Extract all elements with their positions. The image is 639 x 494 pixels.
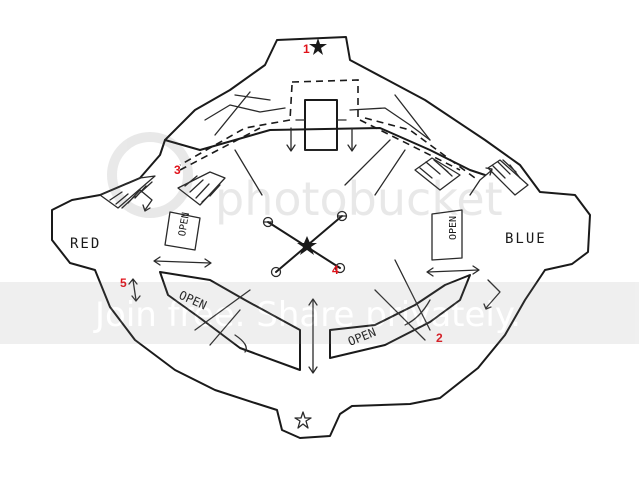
marker-2: 2	[436, 331, 443, 345]
upper-hub-inner-right	[349, 107, 431, 141]
blue-base-label: BLUE	[505, 231, 547, 247]
watermark-sub-text: Join free. Share privately.	[93, 295, 521, 335]
upper-dashed-walkway-right	[364, 117, 476, 179]
watermark-main-text: photobucket	[215, 172, 503, 226]
curved-arrow-left	[234, 334, 247, 353]
arrow-left-corner	[139, 189, 153, 212]
central-tower-box	[304, 99, 338, 151]
arrow-left-vertical	[128, 278, 141, 302]
marker-1: 1	[303, 42, 310, 56]
upper-dashed-walkway	[179, 79, 461, 171]
sight-lines-lower	[194, 259, 431, 346]
left-door-panel: OPEN	[164, 211, 201, 251]
lower-right-walkway	[329, 274, 471, 359]
down-arrow-left	[286, 127, 296, 152]
right-ramp	[414, 157, 529, 196]
marker-4: 4	[332, 263, 339, 277]
red-base-label: RED	[70, 236, 101, 252]
marker-5: 5	[120, 276, 127, 290]
marker-3: 3	[174, 163, 181, 177]
sight-lines-upper	[214, 91, 431, 196]
svg-text:OPEN: OPEN	[177, 212, 192, 238]
arrow-right-horizontal	[426, 265, 480, 277]
photobucket-watermark: photobucket Join free. Share privately.	[0, 132, 639, 344]
lower-left-walkway	[159, 271, 301, 371]
arrow-left-horizontal	[153, 256, 212, 268]
bottom-star-icon	[294, 411, 312, 429]
right-door-panel: OPEN	[431, 209, 463, 261]
arrow-right-corner	[483, 279, 501, 310]
arrow-upper-right	[469, 167, 493, 196]
center-star-icon	[297, 236, 317, 255]
down-arrow-right	[347, 127, 357, 152]
curved-arrow-right	[404, 299, 431, 326]
upper-hub-inner	[204, 104, 286, 121]
top-star-icon	[309, 38, 327, 55]
svg-text:OPEN: OPEN	[448, 216, 459, 240]
upper-hub-wall	[164, 127, 486, 176]
arrow-center-vertical	[308, 298, 318, 374]
left-ramp	[99, 171, 226, 209]
